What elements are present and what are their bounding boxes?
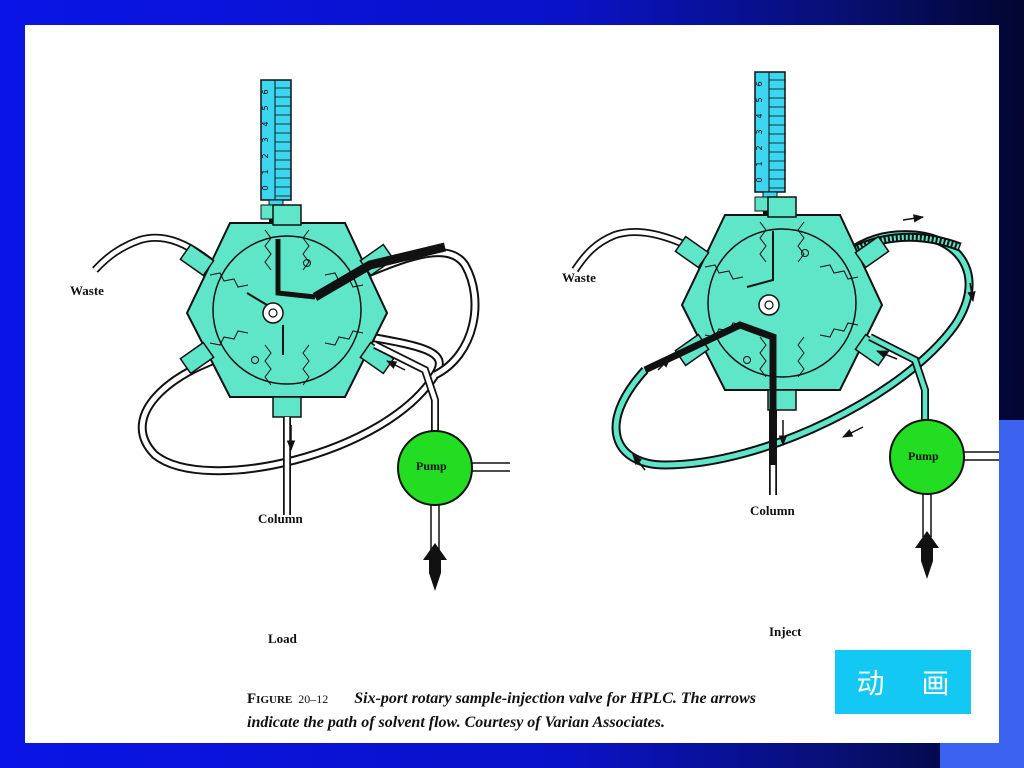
syringe-scale-number: 6 [755,81,764,86]
caption-line-1: Six-port rotary sample-injection valve f… [354,690,756,707]
syringe-scale-number: 4 [755,113,764,118]
caption-line-2: indicate the path of solvent flow. Court… [247,714,665,731]
left-inlet-arrow-icon [423,543,447,560]
syringe-scale-number: 3 [261,137,270,142]
right-flow-arrows [632,214,976,471]
syringe-scale-number: 4 [261,121,270,126]
syringe-scale-number: 1 [755,161,764,166]
slide-canvas: 0 1 2 3 4 5 6 [25,25,999,743]
left-waste-label: Waste [70,283,104,298]
figure-caption: Figure 20–12 Six-port rotary sample-inject… [247,687,837,735]
syringe-scale-number: 2 [261,153,270,158]
inject-mode-label: Inject [769,624,802,639]
syringe-scale-number: 6 [261,89,270,94]
right-column-label: Column [750,503,795,518]
load-mode-label: Load [268,631,297,646]
left-pump-label: Pump [416,459,447,473]
syringe-scale-number: 0 [261,185,270,190]
syringe-scale-number: 5 [755,97,764,102]
right-waste-label: Waste [562,270,596,285]
syringe-scale-number: 2 [755,145,764,150]
syringe-scale-number: 5 [261,105,270,110]
inject-valve-assembly: 0 1 2 3 4 5 6 [571,71,999,579]
load-valve-assembly: 0 1 2 3 4 5 6 [92,79,510,591]
right-inlet-arrow-icon [915,531,939,548]
right-pump [889,419,965,495]
left-pump [397,430,473,506]
left-column-label: Column [258,511,303,526]
figure-word: Figure [247,691,293,707]
syringe-scale-number: 0 [755,177,764,182]
animation-button[interactable]: 动 画 [835,650,971,714]
syringe-scale-number: 3 [755,129,764,134]
right-valve-body [680,214,884,391]
injection-valve-diagram: 0 1 2 3 4 5 6 [92,71,999,591]
syringe-scale-number: 1 [261,169,270,174]
right-pump-label: Pump [908,449,939,463]
left-valve-body [185,222,389,398]
figure-number: 20–12 [298,692,329,706]
